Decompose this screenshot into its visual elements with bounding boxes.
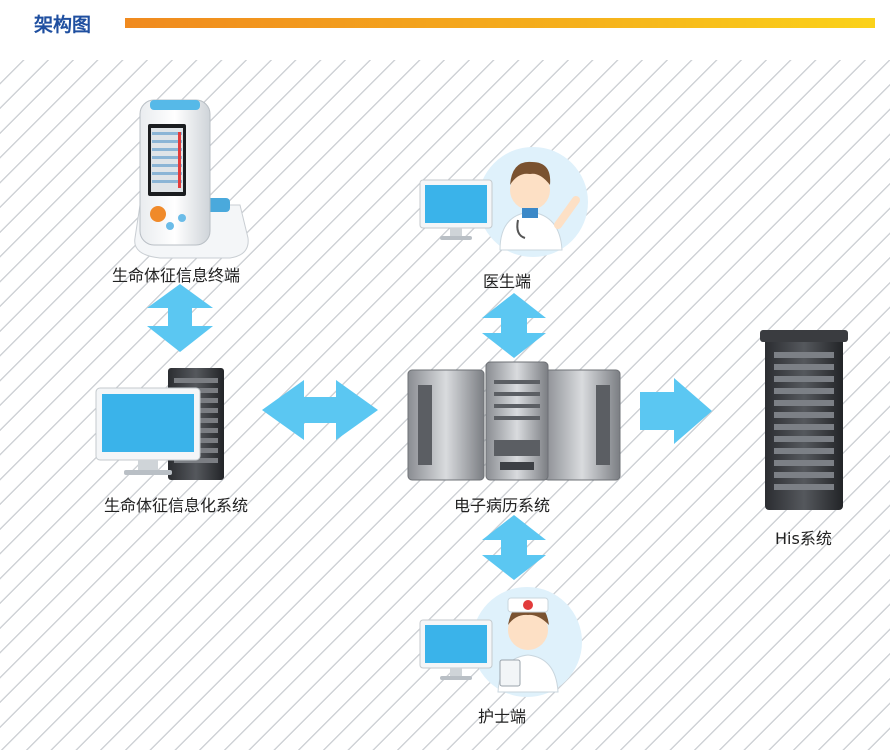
- emr-server-icon: [407, 361, 621, 481]
- nurse-client-label: 护士端: [478, 707, 527, 726]
- emr-his-arrow: [640, 378, 712, 444]
- emr-nurse-double-arrow: [482, 515, 546, 580]
- doctor-emr-double-arrow: [482, 293, 546, 358]
- terminal-system-double-arrow: [147, 284, 213, 352]
- title-accent-bar: [125, 18, 875, 28]
- vital-terminal-label: 生命体征信息终端: [112, 266, 241, 285]
- his-system-label: His系统: [775, 529, 832, 548]
- doctor-client-icon: [419, 147, 588, 257]
- nurse-client-icon: [419, 587, 582, 697]
- vital-terminal-device-icon: [134, 99, 249, 259]
- page-title: 架构图: [34, 14, 92, 36]
- doctor-client-label: 医生端: [483, 272, 532, 291]
- emr-system-label: 电子病历系统: [454, 496, 551, 515]
- vital-system-label: 生命体征信息化系统: [104, 496, 249, 515]
- his-server-icon: [760, 330, 848, 510]
- system-emr-double-arrow: [262, 380, 378, 440]
- vital-system-icon: [95, 368, 224, 480]
